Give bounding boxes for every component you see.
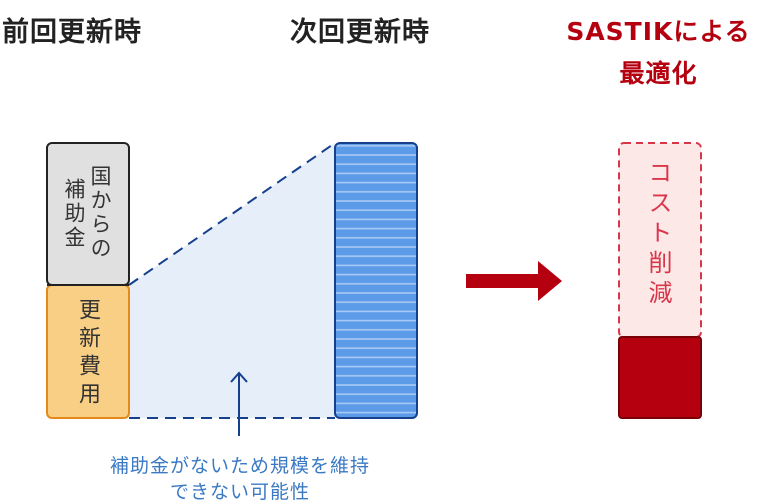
subsidy-label-1: 国からの	[88, 165, 112, 261]
sastik-heading-2: 最適化	[619, 59, 698, 88]
gap-area	[129, 143, 335, 418]
caption-line-1: 補助金がないため規模を維持	[109, 455, 370, 477]
previous-heading: 前回更新時	[2, 17, 142, 48]
cost-label: 更新費用	[75, 298, 100, 410]
up-arrow-icon	[230, 371, 248, 436]
next-bar	[334, 142, 418, 419]
right-arrow-icon	[466, 261, 562, 301]
caption-line-2: できない可能性	[169, 481, 310, 503]
optimized-block	[618, 336, 702, 419]
reduction-block	[618, 142, 702, 338]
next-heading: 次回更新時	[290, 17, 430, 48]
reduction-label: コスト削減	[644, 160, 672, 310]
dashed-top-line	[128, 142, 336, 286]
sastik-heading: SASTIKによる	[566, 17, 751, 46]
subsidy-label-2: 補助金	[62, 178, 86, 250]
